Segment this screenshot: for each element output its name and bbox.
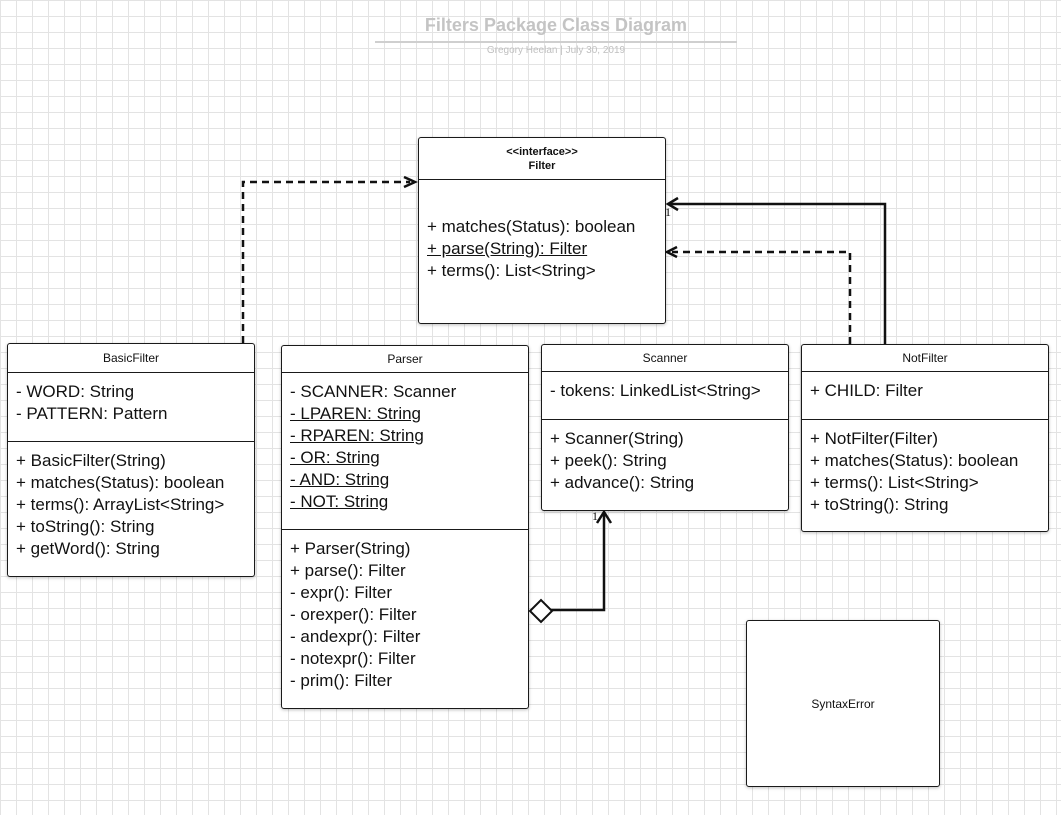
parser-class-name: Parser: [282, 346, 528, 373]
operation: - expr(): Filter: [290, 583, 392, 602]
parser-scanner-multiplicity: 1: [592, 509, 598, 523]
notfilter-realization-line[interactable]: [672, 250, 852, 344]
title-underline: [375, 41, 737, 43]
operation: + advance(): String: [550, 473, 695, 492]
attribute: - PATTERN: Pattern: [16, 404, 168, 423]
static-attribute: - AND: String: [290, 470, 390, 489]
operation: + toString(): String: [810, 495, 949, 514]
notfilter-association-arrowhead: [665, 196, 679, 212]
notfilter-association-multiplicity: 1: [665, 205, 671, 219]
basicfilter-realization-arrowhead: [403, 175, 419, 189]
syntaxerror-class-name: SyntaxError: [811, 696, 875, 711]
static-attribute: - NOT: String: [290, 492, 389, 511]
scanner-class-box[interactable]: Scanner - tokens: LinkedList<String> + S…: [541, 344, 789, 511]
operation: + terms(): List<String>: [810, 473, 979, 492]
operation: + parse(): Filter: [290, 561, 406, 580]
notfilter-class-name: NotFilter: [802, 345, 1048, 372]
operation: - notexpr(): Filter: [290, 649, 416, 668]
operation: + getWord(): String: [16, 539, 160, 558]
diagram-header: Filters Package Class Diagram Gregory He…: [0, 0, 1061, 60]
operation: + matches(Status): boolean: [16, 473, 225, 492]
attribute: - SCANNER: Scanner: [290, 382, 457, 401]
operation: + matches(Status): boolean: [427, 217, 636, 236]
static-attribute: - LPAREN: String: [290, 404, 422, 423]
operation: + NotFilter(Filter): [810, 429, 938, 448]
attribute: - WORD: String: [16, 382, 135, 401]
scanner-operations: + Scanner(String) + peek(): String + adv…: [542, 420, 788, 500]
operation: + matches(Status): boolean: [810, 451, 1019, 470]
notfilter-association-line[interactable]: [668, 202, 887, 344]
filter-class-name: Filter: [528, 159, 556, 172]
scanner-attributes: - tokens: LinkedList<String>: [542, 372, 788, 420]
basicfilter-operations: + BasicFilter(String) + matches(Status):…: [8, 442, 254, 566]
notfilter-class-box[interactable]: NotFilter + CHILD: Filter + NotFilter(Fi…: [801, 344, 1049, 532]
operation: + Parser(String): [290, 539, 411, 558]
basicfilter-realization-line[interactable]: [241, 180, 410, 343]
operation: - andexpr(): Filter: [290, 627, 421, 646]
operation: + toString(): String: [16, 517, 155, 536]
interface-stereotype: <<interface>>: [506, 145, 578, 158]
static-attribute: - RPAREN: String: [290, 426, 424, 445]
operation: + Scanner(String): [550, 429, 684, 448]
operation: - prim(): Filter: [290, 671, 392, 690]
operation: + BasicFilter(String): [16, 451, 166, 470]
parser-scanner-aggregation-line[interactable]: [551, 513, 606, 612]
filter-operations: + matches(Status): boolean + parse(Strin…: [419, 180, 665, 288]
filter-header: <<interface>> Filter: [419, 138, 665, 180]
static-attribute: - OR: String: [290, 448, 380, 467]
notfilter-realization-arrowhead: [664, 245, 678, 259]
basicfilter-attributes: - WORD: String - PATTERN: Pattern: [8, 373, 254, 442]
notfilter-operations: + NotFilter(Filter) + matches(Status): b…: [802, 420, 1048, 522]
filter-interface-box[interactable]: <<interface>> Filter + matches(Status): …: [418, 137, 666, 324]
attribute: + CHILD: Filter: [810, 381, 923, 400]
operation: + peek(): String: [550, 451, 667, 470]
syntaxerror-class-box[interactable]: SyntaxError: [746, 620, 940, 787]
basicfilter-class-name: BasicFilter: [8, 344, 254, 373]
parser-operations: + Parser(String) + parse(): Filter - exp…: [282, 530, 528, 698]
parser-scanner-arrowhead: [595, 509, 613, 524]
aggregation-diamond: [528, 598, 554, 624]
attribute: - tokens: LinkedList<String>: [550, 381, 761, 400]
scanner-class-name: Scanner: [542, 345, 788, 372]
operation: + terms(): ArrayList<String>: [16, 495, 225, 514]
parser-attributes: - SCANNER: Scanner - LPAREN: String - RP…: [282, 373, 528, 530]
diagram-title: Filters Package Class Diagram: [424, 15, 688, 35]
parser-class-box[interactable]: Parser - SCANNER: Scanner - LPAREN: Stri…: [281, 345, 529, 709]
notfilter-attributes: + CHILD: Filter: [802, 372, 1048, 420]
basicfilter-class-box[interactable]: BasicFilter - WORD: String - PATTERN: Pa…: [7, 343, 255, 577]
diagram-subtitle: Gregory Heelan | July 30, 2019: [486, 45, 626, 56]
operation: + terms(): List<String>: [427, 261, 596, 280]
static-operation: + parse(String): Filter: [427, 239, 588, 258]
operation: - orexper(): Filter: [290, 605, 417, 624]
